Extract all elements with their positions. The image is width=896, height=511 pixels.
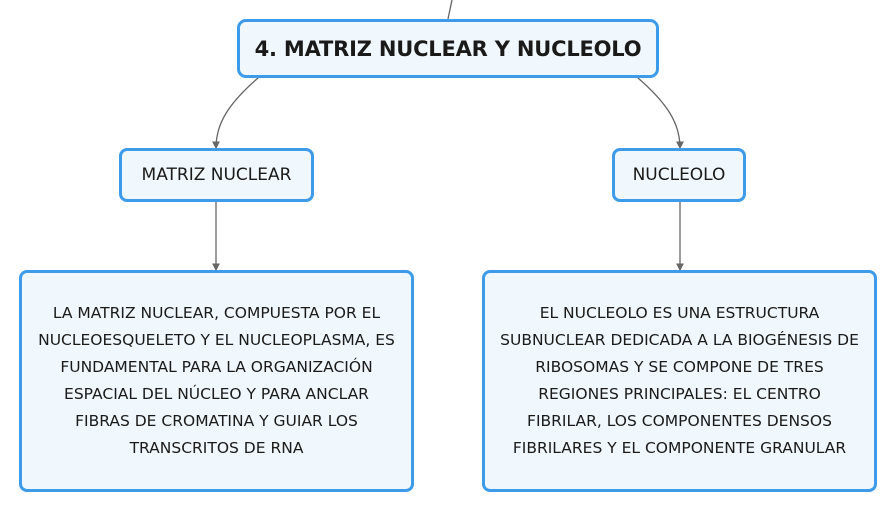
branch-node-nucleolo[interactable]: NUCLEOLO [612,148,746,202]
branch-label-matriz-nuclear: MATRIZ NUCLEAR [141,165,292,185]
connector-parent-to-main [447,0,453,20]
branch-node-matriz-nuclear[interactable]: MATRIZ NUCLEAR [119,148,314,202]
central-topic-node[interactable]: 4. MATRIZ NUCLEAR Y NUCLEOLO [237,19,659,78]
central-topic-label: 4. MATRIZ NUCLEAR Y NUCLEOLO [254,36,642,61]
detail-node-matriz-nuclear[interactable]: LA MATRIZ NUCLEAR, COMPUESTA POR EL NUCL… [19,270,414,492]
connector-main-to-matriz [212,77,259,150]
detail-text-nucleolo: EL NUCLEOLO ES UNA ESTRUCTURA SUBNUCLEAR… [500,304,859,457]
detail-node-nucleolo[interactable]: EL NUCLEOLO ES UNA ESTRUCTURA SUBNUCLEAR… [482,270,877,492]
branch-label-nucleolo: NUCLEOLO [632,165,726,185]
connector-main-to-nucleolo [637,77,684,150]
detail-text-matriz-nuclear: LA MATRIZ NUCLEAR, COMPUESTA POR EL NUCL… [38,304,395,457]
